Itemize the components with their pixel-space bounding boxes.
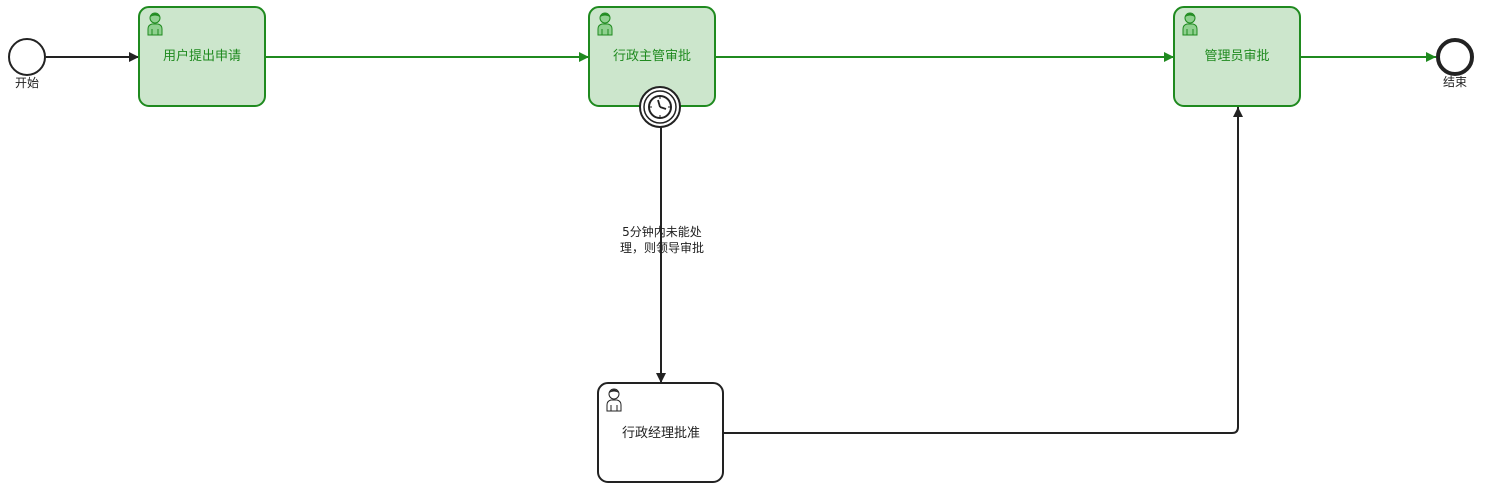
start-event[interactable]: 开始 xyxy=(8,38,46,90)
task-administrator-label: 管理员审批 xyxy=(1204,49,1269,64)
task-admin-manager-label: 行政经理批准 xyxy=(622,426,700,441)
clock-icon xyxy=(648,95,672,119)
task-administrator[interactable]: 管理员审批 xyxy=(1173,6,1301,107)
end-event-label: 结束 xyxy=(1443,75,1467,89)
task-user-submit-label: 用户提出申请 xyxy=(163,48,241,64)
timeout-flow-label-line1: 5分钟内未能处 xyxy=(622,224,702,239)
boundary-timer-event[interactable] xyxy=(639,86,681,128)
timeout-flow-label-line2: 理，则领导审批 xyxy=(620,240,704,255)
task-admin-supervisor[interactable]: 行政主管审批 xyxy=(588,6,716,107)
task-user-submit[interactable]: 用户提出申请 xyxy=(138,6,266,107)
task-admin-manager[interactable]: 行政经理批准 xyxy=(597,382,724,483)
start-event-label: 开始 xyxy=(15,76,39,90)
task-admin-supervisor-label: 行政主管审批 xyxy=(613,49,691,64)
end-event[interactable]: 结束 xyxy=(1436,38,1474,89)
flow-manager-to-administrator[interactable] xyxy=(723,107,1243,434)
